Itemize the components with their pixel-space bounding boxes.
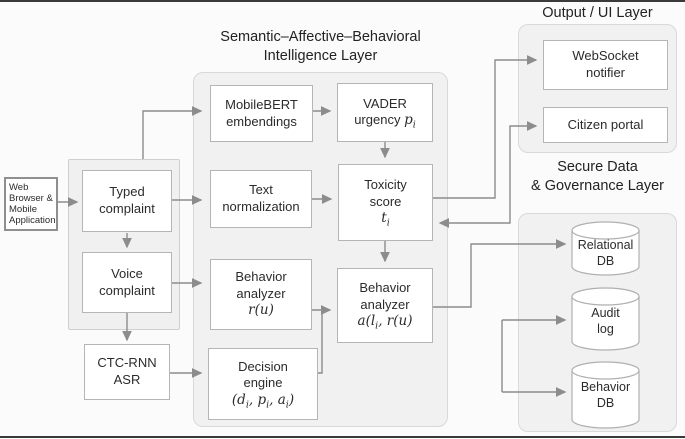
node-formula: (di, pi, ai) — [231, 391, 295, 411]
node-behavior-analyzer-ru: Behavior analyzer r(u) — [210, 259, 312, 330]
secure-data-layer-title: Secure Data & Governance Layer — [513, 158, 682, 196]
node-label: Text — [249, 182, 273, 198]
output-ui-layer-title: Output / UI Layer — [518, 4, 677, 23]
node-web-browser-mobile-application: Web Browser & Mobile Application — [4, 177, 58, 231]
node-label: VADER — [363, 95, 407, 111]
node-label: Toxicity — [364, 177, 407, 193]
node-formula: a(li, r(u) — [357, 313, 413, 333]
node-label: ASR — [113, 372, 141, 387]
node-voice-complaint: Voice complaint — [82, 252, 172, 313]
db-label-line: DB — [596, 253, 615, 268]
title-line: Output / UI Layer — [542, 5, 653, 21]
db-label-line: Audit — [591, 306, 620, 320]
node-label: Behavior — [235, 269, 287, 285]
intelligence-layer-title: Semantic–Affective–Behavioral Intelligen… — [193, 28, 448, 66]
node-label: Voice — [111, 265, 143, 281]
node-mobilebert-embeddings: MobileBERT embendings — [210, 85, 313, 142]
figure-border-bottom — [0, 436, 685, 438]
relational-db-label: Relational DB — [565, 238, 646, 269]
behavior-db-label: Behavior DB — [565, 380, 646, 411]
node-behavior-analyzer-fusion: Behavior analyzer a(li, r(u) — [337, 268, 433, 343]
node-label: Typed — [109, 184, 145, 200]
db-label-line: DB — [596, 395, 615, 410]
db-label-line: Relational — [577, 238, 634, 252]
node-label: MobileBERT — [225, 96, 298, 112]
node-text-normalization: Text normalization — [210, 170, 312, 228]
node-label: Application — [9, 215, 56, 227]
title-line: & Governance Layer — [531, 177, 664, 194]
node-label: embendings — [226, 113, 297, 129]
node-typed-complaint: Typed complaint — [82, 170, 172, 232]
node-toxicity-score: Toxicity score ti — [338, 164, 433, 241]
node-formula: r(u) — [248, 302, 274, 319]
node-label: Behavior — [359, 280, 411, 296]
node-label: engine — [243, 375, 283, 391]
node-label: complaint — [99, 282, 155, 298]
node-label: normalization — [222, 199, 300, 214]
node-websocket-notifier: WebSocket notifier — [543, 40, 668, 90]
node-label: analyzer — [236, 285, 286, 301]
node-label: Decision — [238, 358, 288, 374]
title-line: Secure Data — [557, 159, 638, 175]
node-label: complaint — [99, 201, 155, 216]
audit-log-label: Audit log — [565, 306, 646, 337]
node-label: urgency — [354, 112, 405, 128]
node-decision-engine: Decision engine (di, pi, ai) — [208, 348, 318, 420]
node-citizen-portal: Citizen portal — [543, 107, 668, 143]
node-label: CTC-RNN — [97, 355, 157, 371]
node-label: notifier — [585, 65, 626, 80]
node-label: Web — [9, 181, 29, 193]
db-label-line: log — [597, 321, 614, 336]
figure-border-top — [0, 0, 685, 2]
node-label: Mobile — [9, 204, 37, 215]
node-formula: pi — [404, 112, 416, 131]
node-formula: ti — [381, 210, 390, 230]
node-label: WebSocket — [572, 48, 639, 64]
node-label: analyzer — [360, 296, 410, 312]
title-line: Intelligence Layer — [263, 47, 378, 64]
node-label: Citizen portal — [567, 116, 644, 132]
node-vader-urgency: VADER urgency pi — [337, 83, 433, 142]
node-ctc-rnn-asr: CTC-RNN ASR — [84, 344, 170, 400]
node-label: score — [369, 193, 402, 209]
node-label: Browser & — [9, 192, 53, 204]
title-line: Semantic–Affective–Behavioral — [220, 29, 421, 45]
db-label-line: Behavior — [580, 380, 631, 394]
